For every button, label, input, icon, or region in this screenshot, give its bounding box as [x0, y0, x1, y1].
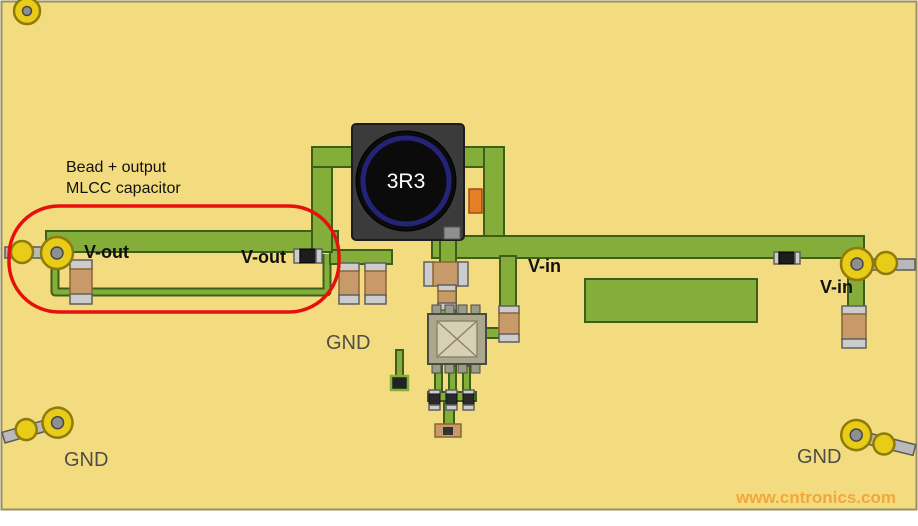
small-resistor-1 [428, 389, 441, 411]
mid-capacitor [498, 305, 520, 343]
bead-capacitor-highlight [7, 204, 341, 314]
inductor-value-label: 3R3 [387, 170, 426, 193]
watermark-text: www.cntronics.com [735, 488, 896, 507]
copper-traces [45, 146, 865, 428]
power-inductor: 3R3 [351, 123, 465, 241]
filter-capacitor-horizontal [423, 261, 469, 287]
label-vin-trace: V-in [528, 256, 561, 276]
gnd-connector-bottom-left [1, 406, 74, 444]
small-resistor-2 [445, 389, 458, 411]
callout-line1: Bead + output [66, 159, 167, 176]
gnd-capacitor-2 [364, 262, 387, 305]
via-pad [389, 374, 410, 392]
vin-trace [431, 235, 865, 259]
bottom-test-pad [434, 423, 462, 438]
orange-component [468, 188, 483, 214]
label-gnd-center: GND [326, 332, 370, 354]
gnd-capacitor-1 [338, 262, 360, 305]
label-vout-bead: V-out [241, 247, 286, 267]
label-vout-connector: V-out [84, 242, 129, 262]
vout-connector [4, 235, 75, 271]
label-gnd-bottom-left: GND [64, 449, 108, 471]
label-vin-connector: V-in [820, 277, 853, 297]
regulator-ic [427, 304, 487, 374]
vin-copper-pour [584, 278, 758, 323]
callout-line2: MLCC capacitor [66, 180, 181, 197]
mounting-pad-top-left [12, 0, 42, 26]
small-resistor-3 [462, 389, 475, 411]
ferrite-bead-vin [773, 251, 801, 265]
label-gnd-bottom-right: GND [797, 446, 841, 468]
output-mlcc-capacitor [69, 259, 93, 305]
vin-capacitor [841, 305, 867, 349]
vin-connector [839, 246, 916, 282]
ferrite-bead-vout [293, 248, 323, 264]
gnd-connector-bottom-right [839, 418, 917, 457]
